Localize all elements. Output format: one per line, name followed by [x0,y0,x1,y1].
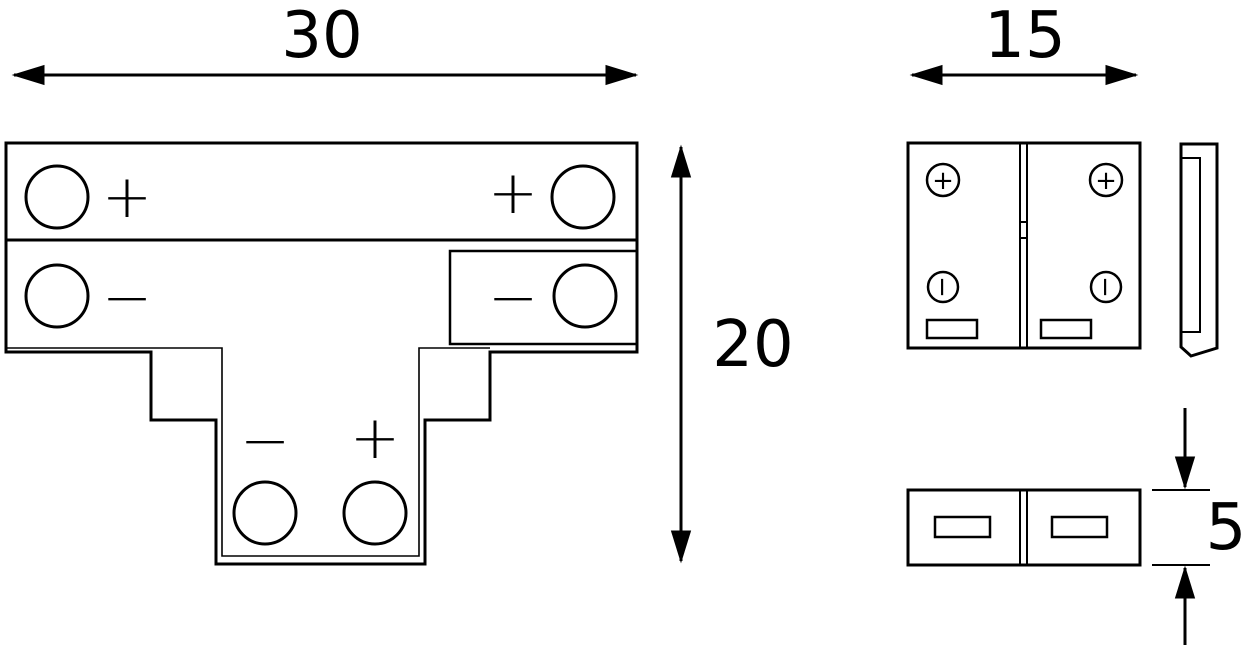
dim-label-20: 20 [712,308,793,382]
dimension-thickness-5: 5 [1152,408,1246,645]
plus-terminal-sign-right: + [1095,166,1117,196]
dimension-width-30: 30 [11,0,639,86]
single-connector-bottom-view [906,488,1142,567]
contact-pad-mid-right [552,263,618,329]
contact-pad-stem-right [342,480,408,546]
connector-foot-right [1039,318,1093,340]
bottom-view-slot-left [933,515,992,539]
polarity-top-left: + [102,162,152,232]
connector-foot-left [925,318,979,340]
polarity-stem-right: + [350,403,400,473]
contact-pad-top-left [24,164,90,230]
dim-label-5: 5 [1206,491,1247,565]
connector-body [906,141,1142,350]
side-profile-outline [1179,142,1219,358]
side-profile-channel [1181,157,1201,333]
polarity-stem-left: − [240,406,290,476]
single-connector-front-view: + + − − [906,141,1142,350]
t-inner-contour [6,347,490,557]
t-connector-front-view: + + − − − + [4,141,639,566]
dimension-height-20: 20 [670,144,794,564]
t-outline [4,141,639,566]
plus-terminal-sign-left: + [932,166,954,196]
contact-pad-stem-left [232,480,298,546]
minus-terminal-circle-right [1089,270,1123,304]
minus-terminal-circle-left [926,270,960,304]
dim-label-15: 15 [984,0,1065,73]
contact-pad-top-right [550,164,616,230]
single-connector-side-view [1179,142,1219,358]
polarity-top-right: + [488,158,538,228]
bottom-view-body [906,488,1142,567]
contact-pad-mid-left [24,263,90,329]
plus-terminal-circle-right [1088,162,1124,198]
polarity-mid-right: − [488,263,538,333]
minus-terminal-sign-right: − [1090,276,1120,298]
plus-terminal-circle-left [925,162,961,198]
minus-terminal-sign-left: − [927,276,957,298]
bottom-view-slot-right [1050,515,1109,539]
dimension-width-15: 15 [909,0,1139,86]
polarity-mid-left: − [102,263,152,333]
t-right-slot [448,249,639,346]
dim-label-30: 30 [281,0,362,73]
